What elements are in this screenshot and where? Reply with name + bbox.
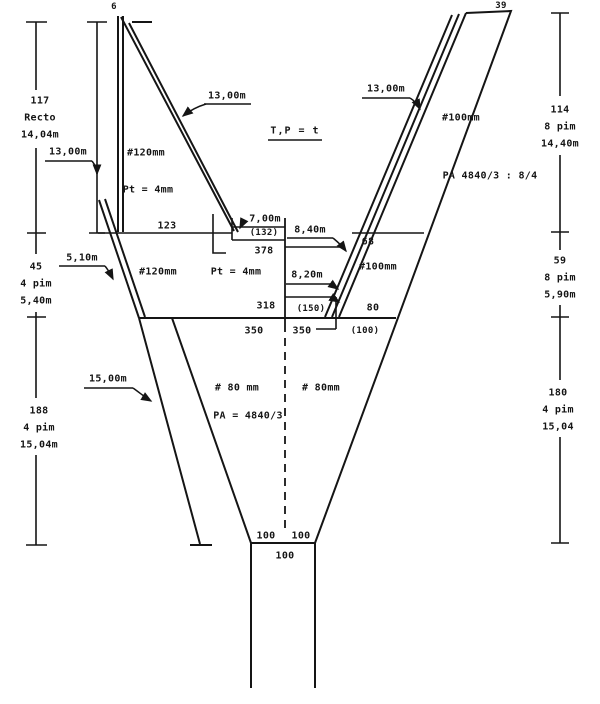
right-dim-top-note: 8 pim	[544, 121, 576, 133]
count-80: 80	[366, 302, 380, 314]
right-edge-length-label: 13,00m	[367, 83, 405, 95]
left-wing-outline	[117, 16, 239, 233]
right-dimension-line	[551, 12, 569, 544]
right-dim-bottom-count: 180	[548, 387, 568, 399]
right-wing-twine-label: PA 4840/3 : 8/4	[442, 170, 538, 182]
left-dim-mid-count: 45	[29, 261, 43, 273]
right-dim-mid-count: 59	[553, 255, 567, 267]
right-dim-top: 114 8 pim 14,40m	[541, 102, 579, 153]
right-dim-top-length: 14,40m	[541, 138, 579, 150]
left-dim-top-length: 14,04m	[21, 129, 59, 141]
left-band-mesh-label: #120mm	[139, 266, 177, 278]
left-dim-bottom-note: 4 pim	[23, 422, 55, 434]
right-band-mesh-label: #100mm	[359, 261, 397, 273]
left-wing-mesh-label: #120mm	[127, 147, 165, 159]
plan-title: T,P = t	[270, 125, 320, 137]
left-dim-top-count: 117	[30, 95, 50, 107]
leader-arrows	[91, 97, 421, 402]
count-100-paren: (100)	[350, 326, 380, 336]
count-68: 68	[361, 236, 375, 248]
left-dimension-line	[26, 21, 47, 546]
left-dim-mid-length: 5,40m	[20, 295, 52, 307]
right-dim-top-count: 114	[550, 104, 570, 116]
left-dim-mid: 45 4 pim 5,40m	[20, 259, 52, 310]
lower-left-length-label: 15,00m	[89, 373, 127, 385]
right-dim-bottom-note: 4 pim	[542, 404, 574, 416]
neck-outline	[250, 542, 316, 688]
length-840-label: 8,40m	[294, 224, 326, 236]
neck-count-right: 100	[291, 530, 311, 542]
length-820-label: 8,20m	[291, 269, 323, 281]
count-378: 378	[254, 245, 274, 257]
left-hyp-length-label: 13,00m	[208, 90, 246, 102]
right-dim-mid-note: 8 pim	[544, 272, 576, 284]
left-dim-mid-note: 4 pim	[20, 278, 52, 290]
belly-outline	[138, 317, 252, 546]
apex-left-count: 6	[111, 2, 117, 12]
baseline-and-cells	[98, 214, 285, 254]
left-dim-top: 117 Recto 14,04m	[21, 93, 59, 144]
right-wing-mesh-label: #100mm	[442, 112, 480, 124]
left-edge-length-label: 13,00m	[49, 146, 87, 158]
left-dim-bottom-count: 188	[29, 405, 49, 417]
count-318: 318	[256, 300, 276, 312]
count-350-left: 350	[244, 325, 264, 337]
count-123: 123	[157, 220, 177, 232]
belly-twine-label: PA = 4840/3	[213, 410, 283, 422]
left-band-outline	[98, 198, 396, 319]
neck-count-below: 100	[275, 550, 295, 562]
label-underlines	[45, 97, 410, 389]
left-dim-bottom-length: 15,04m	[20, 439, 58, 451]
right-wing-outline	[314, 9, 513, 544]
left-band-twine-label: Pt = 4mm	[210, 266, 262, 278]
apex-right-count: 39	[495, 1, 507, 11]
count-350-right: 350	[292, 325, 312, 337]
belly-right-mesh-label: # 80mm	[302, 382, 340, 394]
neck-count-left: 100	[256, 530, 276, 542]
right-dim-mid: 59 8 pim 5,90m	[544, 253, 576, 304]
count-150: (150)	[296, 304, 326, 314]
right-dim-bottom-length: 15,04	[542, 421, 574, 433]
right-cells	[285, 232, 424, 330]
right-dim-bottom: 180 4 pim 15,04	[542, 385, 574, 436]
left-wing-twine-label: Pt = 4mm	[122, 184, 174, 196]
belly-left-mesh-label: # 80 mm	[214, 382, 260, 394]
count-132: (132)	[249, 228, 279, 238]
right-dim-mid-length: 5,90m	[544, 289, 576, 301]
length-7m-label: 7,00m	[249, 213, 281, 225]
band-left-length-label: 5,10m	[66, 252, 98, 264]
left-dim-bottom: 188 4 pim 15,04m	[20, 403, 58, 454]
left-dim-top-note: Recto	[24, 112, 56, 124]
left-edge-dimension-line	[87, 21, 107, 234]
